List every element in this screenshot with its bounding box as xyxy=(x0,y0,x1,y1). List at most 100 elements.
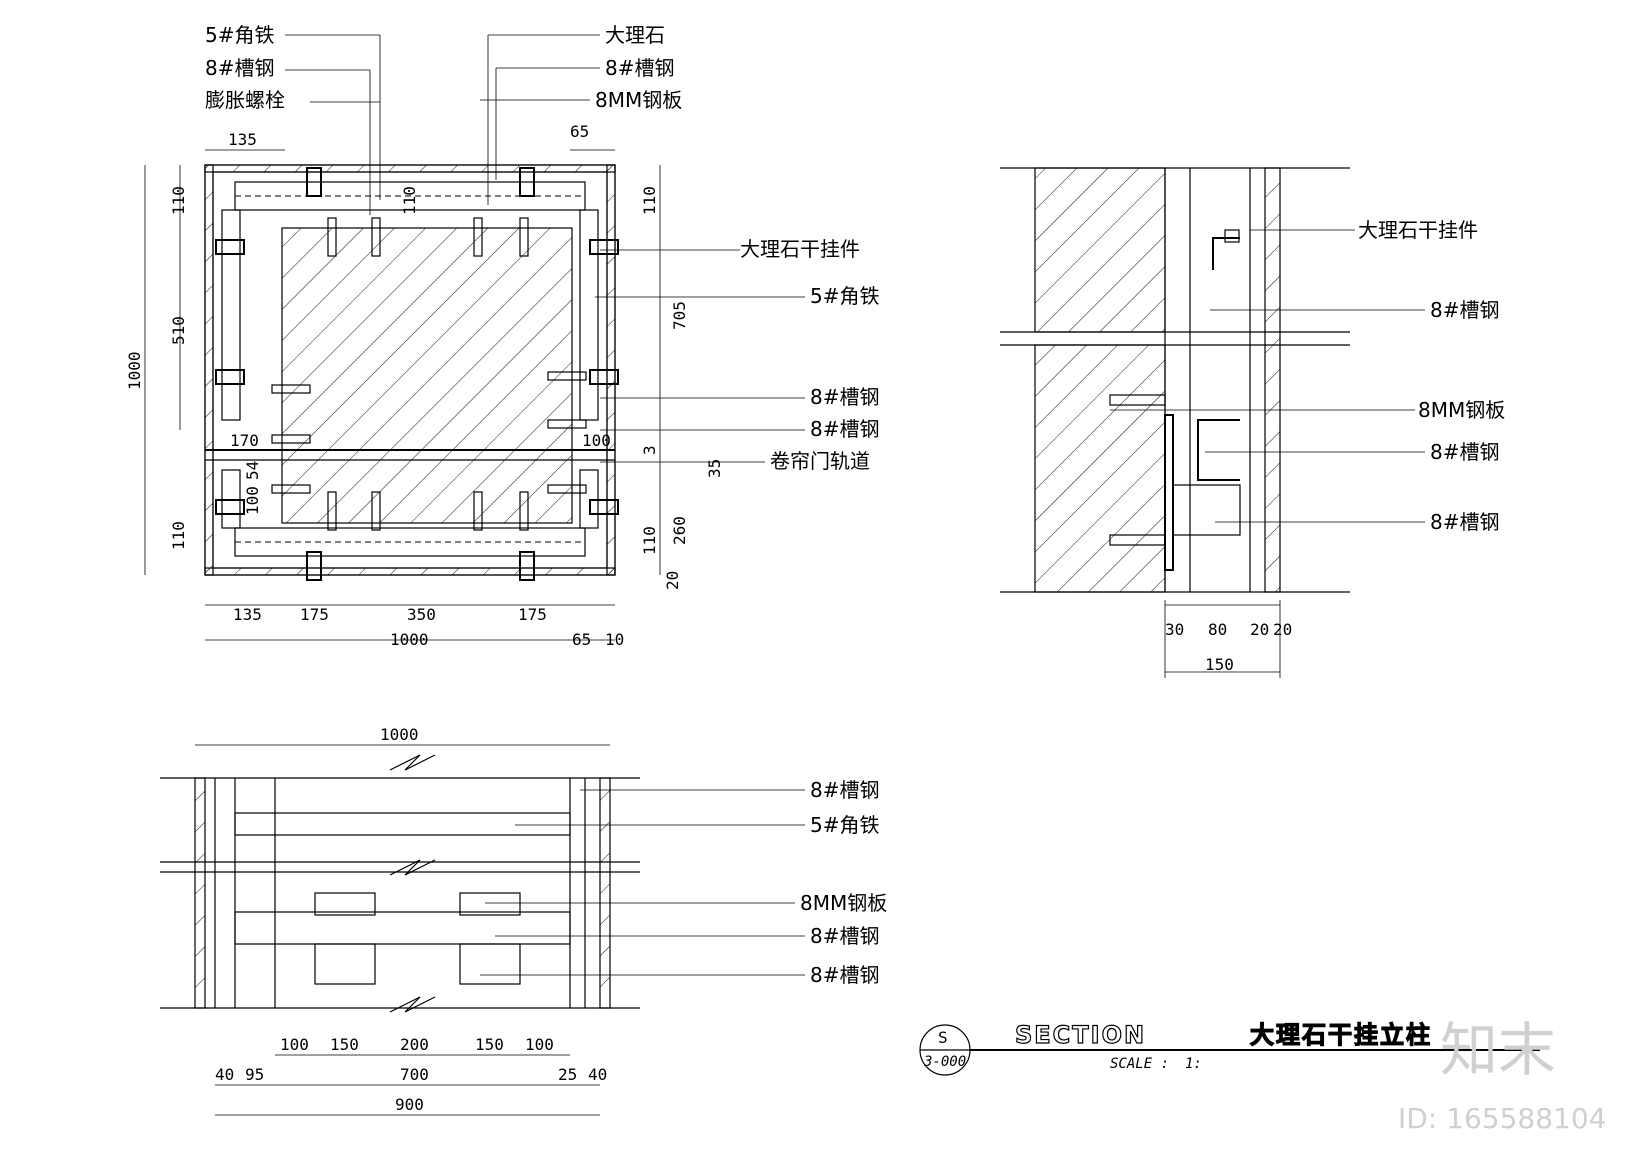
plan-dim-left-1000: 1000 xyxy=(125,351,144,390)
elev-label-angle-steel: 5#角铁 xyxy=(810,813,879,837)
plan-dim-inner-100b: 100 xyxy=(582,431,611,450)
section-bolt-upper xyxy=(1109,394,1166,406)
plan-view: 5#角铁 8#槽钢 膨胀螺栓 大理石 8#槽钢 8MM钢板 大理石干挂件 5#角… xyxy=(125,23,879,649)
section-dim-30: 30 xyxy=(1165,620,1184,639)
section-stone-cladding xyxy=(1264,167,1281,593)
plan-dim-inner-100: 100 xyxy=(243,486,262,515)
plan-dim-right-35: 35 xyxy=(705,459,724,478)
elev-dim-700: 700 xyxy=(400,1065,429,1084)
plan-dim-right-110: 110 xyxy=(640,186,659,215)
plan-label-marble-hanger: 大理石干挂件 xyxy=(740,237,860,261)
plan-label-expansion-bolt: 膨胀螺栓 xyxy=(205,88,285,112)
title-circle-top: S xyxy=(938,1028,948,1047)
plan-label-channel-steel: 8#槽钢 xyxy=(205,56,274,80)
elev-plate-3 xyxy=(314,943,376,985)
plan-dim-bottom-175b: 175 xyxy=(518,605,547,624)
section-steel-plate xyxy=(1164,414,1174,571)
section-dim-20a: 20 xyxy=(1250,620,1269,639)
plan-label-angle-steel: 5#角铁 xyxy=(205,23,274,47)
section-label-channel-3: 8#槽钢 xyxy=(1430,510,1499,534)
elev-dim-40a: 40 xyxy=(215,1065,234,1084)
elev-dim-150a: 150 xyxy=(330,1035,359,1054)
plan-dim-bottom-175a: 175 xyxy=(300,605,329,624)
elev-plate-1 xyxy=(314,892,376,916)
plan-label-shutter-rail: 卷帘门轨道 xyxy=(770,449,870,473)
title-circle-bottom: 3-000 xyxy=(923,1054,966,1070)
elev-dim-95: 95 xyxy=(245,1065,264,1084)
elev-dim-100b: 100 xyxy=(525,1035,554,1054)
elev-angle-steel xyxy=(234,812,571,836)
section-label-channel-2: 8#槽钢 xyxy=(1430,440,1499,464)
title-en: SECTION xyxy=(1015,1021,1146,1049)
watermark: 知末 ID: 165588104 xyxy=(1398,1016,1606,1135)
elevation-view: 1000 8#槽钢 5#角铁 8MM钢板 8#槽钢 8#槽钢 100 xyxy=(160,725,887,1116)
plan-dim-bottom-350: 350 xyxy=(407,605,436,624)
section-channel-lower xyxy=(1172,484,1241,536)
plan-label-angle-steel-right: 5#角铁 xyxy=(810,284,879,308)
plan-dim-left-110-bot: 110 xyxy=(169,521,188,550)
section-dim-150: 150 xyxy=(1205,655,1234,674)
title-scale-label: SCALE : xyxy=(1110,1056,1169,1072)
section-dim-20b: 20 xyxy=(1273,620,1292,639)
elev-label-channel-2: 8#槽钢 xyxy=(810,924,879,948)
plan-wall-bottom xyxy=(204,567,616,576)
elev-label-channel-1: 8#槽钢 xyxy=(810,778,879,802)
elev-plate-2 xyxy=(459,892,521,916)
watermark-id: ID: 165588104 xyxy=(1398,1102,1606,1135)
elev-plate-4 xyxy=(459,943,521,985)
watermark-logo: 知末 xyxy=(1440,1016,1556,1084)
section-hanger-clip xyxy=(1212,237,1240,270)
plan-dim-left-510: 510 xyxy=(169,316,188,345)
plan-marble-core xyxy=(281,227,573,524)
plan-clip xyxy=(306,167,322,197)
plan-label-channel-steel-2: 8#槽钢 xyxy=(605,56,674,80)
title-block: S 3-000 SECTION 大理石干挂立柱 SCALE : 1: xyxy=(919,1020,1540,1076)
elev-dim-25: 25 xyxy=(558,1065,577,1084)
plan-dim-inner-110: 110 xyxy=(400,186,419,215)
elev-dim-900: 900 xyxy=(395,1095,424,1114)
title-cn: 大理石干挂立柱 xyxy=(1250,1021,1432,1049)
plan-label-steel-plate: 8MM钢板 xyxy=(595,88,682,112)
plan-dim-inner-170: 170 xyxy=(230,431,259,450)
plan-dim-bottom-65: 65 xyxy=(572,630,591,649)
section-dim-80: 80 xyxy=(1208,620,1227,639)
plan-anchor-bolts xyxy=(271,217,587,531)
elev-channel-steel xyxy=(234,911,571,945)
plan-dim-bottom-10: 10 xyxy=(605,630,624,649)
plan-dim-right-110b: 110 xyxy=(640,526,659,555)
plan-label-marble: 大理石 xyxy=(605,23,665,47)
elev-dim-200: 200 xyxy=(400,1035,429,1054)
section-label-marble-hanger: 大理石干挂件 xyxy=(1358,218,1478,242)
plan-dim-right-260: 260 xyxy=(670,516,689,545)
elev-wall-left xyxy=(194,777,206,1009)
section-marble-upper xyxy=(1034,167,1166,333)
elev-dim-100a: 100 xyxy=(280,1035,309,1054)
plan-dim-right-3: 3 xyxy=(640,445,659,455)
plan-label-channel-right-2: 8#槽钢 xyxy=(810,417,879,441)
section-label-steel-plate: 8MM钢板 xyxy=(1418,398,1505,422)
section-marble-lower xyxy=(1034,344,1166,593)
plan-dim-bottom-1000: 1000 xyxy=(390,630,429,649)
elev-label-channel-3: 8#槽钢 xyxy=(810,963,879,987)
plan-dim-inner-54: 54 xyxy=(243,461,262,480)
elev-wall-right xyxy=(599,777,611,1009)
plan-wall-top xyxy=(204,164,616,173)
plan-label-channel-right-1: 8#槽钢 xyxy=(810,385,879,409)
section-view: 大理石干挂件 8#槽钢 8MM钢板 8#槽钢 8#槽钢 30 80 20 20 … xyxy=(1000,167,1505,678)
plan-dim-top-65: 65 xyxy=(570,122,589,141)
elev-dim-150b: 150 xyxy=(475,1035,504,1054)
section-channel-upper xyxy=(1197,419,1240,481)
plan-dim-left-110-top: 110 xyxy=(169,186,188,215)
elev-label-steel-plate: 8MM钢板 xyxy=(800,891,887,915)
plan-channel-left xyxy=(221,209,241,421)
elev-dim-40b: 40 xyxy=(588,1065,607,1084)
section-label-channel-1: 8#槽钢 xyxy=(1430,298,1499,322)
elev-dim-top-1000: 1000 xyxy=(380,725,419,744)
plan-wall-left xyxy=(204,164,214,576)
title-scale-value: 1: xyxy=(1185,1056,1202,1072)
plan-dim-right-705: 705 xyxy=(670,301,689,330)
plan-channel-right xyxy=(579,209,599,421)
plan-dim-right-20: 20 xyxy=(663,571,682,590)
plan-dim-top-135: 135 xyxy=(228,130,257,149)
